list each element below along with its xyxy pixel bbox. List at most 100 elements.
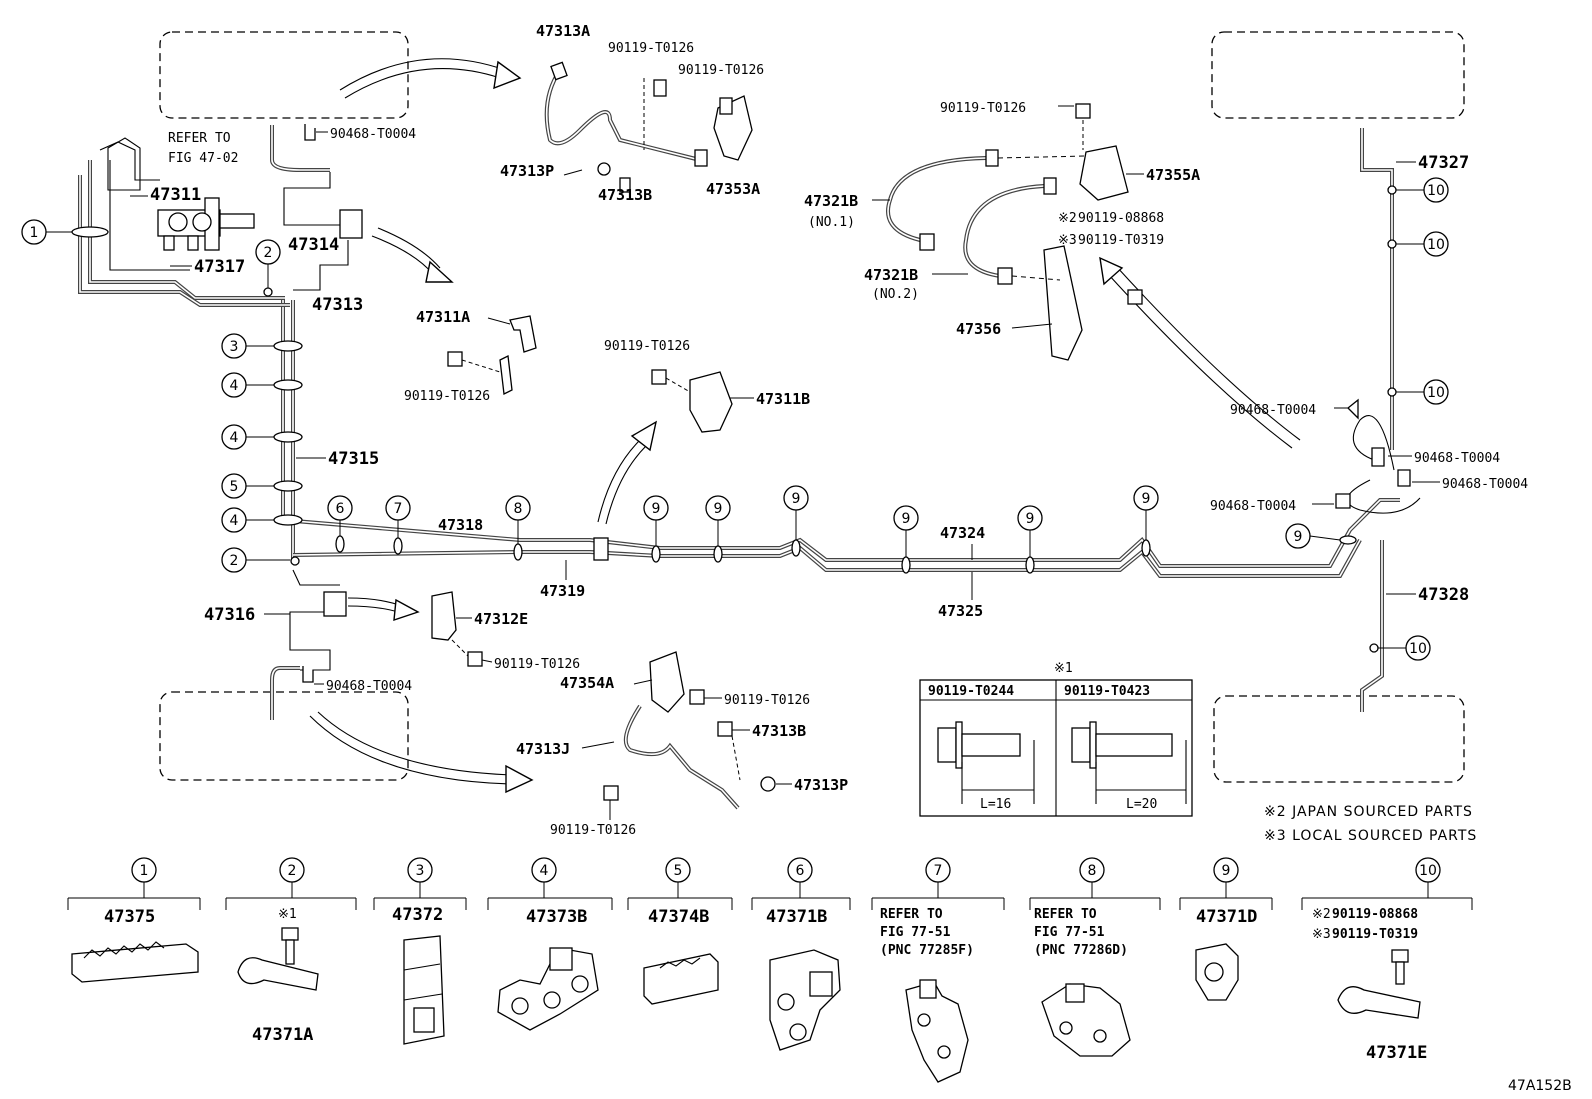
callout-10-b: 10 xyxy=(1423,231,1449,257)
label-90468-T0004-top: 90468-T0004 xyxy=(330,127,416,142)
legend-row: 1 47375 2 ※1 47371A 3 47372 4 xyxy=(67,857,1473,1083)
arrow-to-47313A xyxy=(339,58,522,99)
label-90468-T0004-r4: 90468-T0004 xyxy=(1210,499,1296,514)
callout-10-d: 10 xyxy=(1405,635,1431,661)
svg-text:9: 9 xyxy=(1142,491,1151,507)
callout-9-e: 9 xyxy=(1017,505,1043,531)
callout-4-a: 4 xyxy=(221,372,247,398)
bracket-47312E xyxy=(431,591,483,667)
label-47317: 47317 xyxy=(194,257,245,277)
legend-item-10: 10 ※2 90119-08868 ※3 90119-T0319 47371E xyxy=(1301,857,1473,1063)
svg-text:1: 1 xyxy=(30,225,39,241)
bracket-47311B xyxy=(651,369,733,433)
figure-code: 47A152B xyxy=(1508,1078,1572,1094)
svg-text:4: 4 xyxy=(230,513,239,529)
label-47354A: 47354A xyxy=(560,674,614,692)
label-47353A: 47353A xyxy=(706,180,760,198)
svg-text:3: 3 xyxy=(230,339,239,355)
svg-text:10: 10 xyxy=(1427,183,1445,199)
svg-text:2: 2 xyxy=(288,863,297,879)
label-90119-T0126-d: 90119-T0126 xyxy=(604,339,690,354)
callout-9-g: 9 xyxy=(1285,523,1311,549)
callout-2-a: 2 xyxy=(255,239,281,265)
label-90119-08868-rear: 90119-08868 xyxy=(1078,211,1164,226)
label-47313J: 47313J xyxy=(516,740,570,758)
svg-text:9: 9 xyxy=(652,501,661,517)
main-brake-pipes xyxy=(78,125,1421,720)
label-90468-T0004-r1: 90468-T0004 xyxy=(1230,403,1316,418)
legend-pnc-77286D: (PNC 77286D) xyxy=(1034,943,1128,958)
legend-47372: 47372 xyxy=(392,905,443,925)
bolt-table-col2-part: 90119-T0423 xyxy=(1064,684,1150,699)
label-47356: 47356 xyxy=(956,320,1001,338)
legend-fig-77-51-b: FIG 77-51 xyxy=(1034,925,1105,940)
svg-text:10: 10 xyxy=(1427,237,1445,253)
label-90119-T0126-b: 90119-T0126 xyxy=(678,63,764,78)
marker-2-rear: ※2 xyxy=(1058,211,1077,226)
callout-2-b: 2 xyxy=(221,547,247,573)
legend-marker-1: ※1 xyxy=(278,907,297,922)
legend-47373B: 47373B xyxy=(526,907,587,927)
label-47325: 47325 xyxy=(938,602,983,620)
line-clamps xyxy=(71,124,1411,683)
label-47311A: 47311A xyxy=(416,308,470,326)
svg-text:10: 10 xyxy=(1419,863,1437,879)
svg-text:2: 2 xyxy=(230,553,239,569)
label-90119-T0126-g: 90119-T0126 xyxy=(550,823,636,838)
callout-4-c: 4 xyxy=(221,507,247,533)
label-90468-T0004-r2: 90468-T0004 xyxy=(1414,451,1500,466)
svg-text:10: 10 xyxy=(1427,385,1445,401)
label-47313P-top: 47313P xyxy=(500,162,554,180)
label-90119-T0126-e: 90119-T0126 xyxy=(494,657,580,672)
label-47313P-bottom: 47313P xyxy=(794,776,848,794)
svg-text:9: 9 xyxy=(1294,529,1303,545)
note-japan-sourced: ※2 JAPAN SOURCED PARTS xyxy=(1264,804,1473,820)
label-47313: 47313 xyxy=(312,295,363,315)
bracket-47311A xyxy=(447,315,537,395)
rear-hoses-47321B xyxy=(886,103,1143,361)
svg-text:8: 8 xyxy=(514,501,523,517)
label-47313B-bottom: 47313B xyxy=(752,722,806,740)
svg-text:8: 8 xyxy=(1088,863,1097,879)
legend-90119-T0319: 90119-T0319 xyxy=(1332,927,1418,942)
label-90119-T0319-rear: 90119-T0319 xyxy=(1078,233,1164,248)
svg-text:9: 9 xyxy=(902,511,911,527)
legend-item-5: 5 47374B xyxy=(627,857,733,1005)
label-90119-T0126-h: 90119-T0126 xyxy=(940,101,1026,116)
svg-text:3: 3 xyxy=(416,863,425,879)
svg-text:6: 6 xyxy=(336,501,345,517)
marker-3-rear: ※3 xyxy=(1058,233,1077,248)
bolt-table-col1-len: L=16 xyxy=(980,797,1011,812)
legend-refer-to-a: REFER TO xyxy=(880,907,943,922)
label-47311B: 47311B xyxy=(756,390,810,408)
callout-9-c: 9 xyxy=(783,485,809,511)
callout-4-b: 4 xyxy=(221,424,247,450)
callout-10-c: 10 xyxy=(1423,379,1449,405)
master-cylinder xyxy=(107,137,255,251)
legend-refer-to-b: REFER TO xyxy=(1034,907,1097,922)
svg-text:9: 9 xyxy=(1222,863,1231,879)
legend-47375: 47375 xyxy=(104,907,155,927)
svg-text:5: 5 xyxy=(674,863,683,879)
label-47319: 47319 xyxy=(540,582,585,600)
svg-text:7: 7 xyxy=(394,501,403,517)
label-47327: 47327 xyxy=(1418,153,1469,173)
label-90119-T0126-c: 90119-T0126 xyxy=(404,389,490,404)
bolt-table-col2-len: L=20 xyxy=(1126,797,1157,812)
legend-marker-3: ※3 xyxy=(1312,927,1331,942)
label-47324: 47324 xyxy=(940,524,985,542)
ref-box-top-right xyxy=(1211,31,1465,119)
legend-item-6: 6 47371B xyxy=(751,857,851,1051)
arrow-to-47356 xyxy=(1099,256,1301,449)
ref-box-top-left xyxy=(159,31,409,119)
callout-9-f: 9 xyxy=(1133,485,1159,511)
note-local-sourced: ※3 LOCAL SOURCED PARTS xyxy=(1264,828,1477,844)
label-47314: 47314 xyxy=(288,235,339,255)
svg-text:9: 9 xyxy=(1026,511,1035,527)
callout-9-a: 9 xyxy=(643,495,669,521)
legend-item-2: 2 ※1 47371A xyxy=(225,857,357,1045)
svg-text:2: 2 xyxy=(264,245,273,261)
legend-marker-2: ※2 xyxy=(1312,907,1331,922)
svg-text:5: 5 xyxy=(230,479,239,495)
